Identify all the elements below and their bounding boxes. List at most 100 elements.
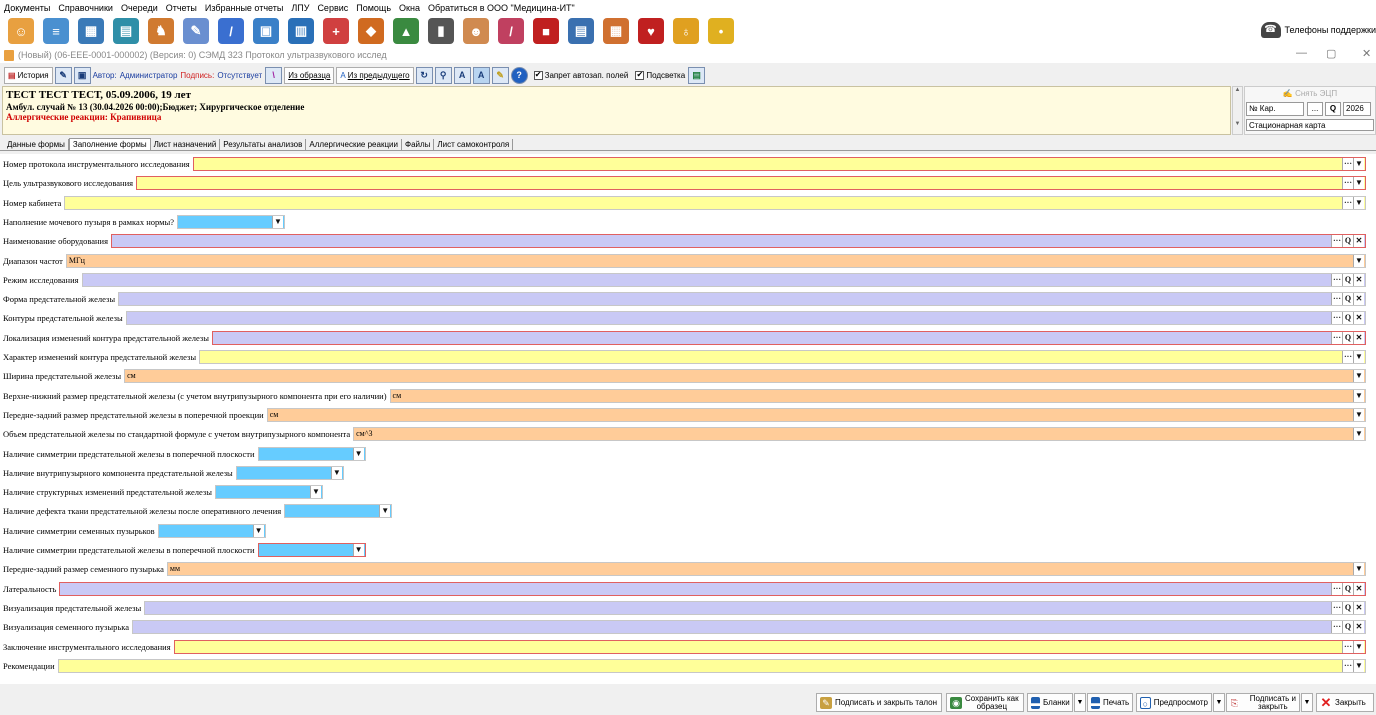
- chevron-down-icon[interactable]: ▼: [1353, 177, 1364, 190]
- chevron-down-icon[interactable]: ▼: [1353, 370, 1364, 383]
- field-input[interactable]: ···▼: [57, 658, 1366, 673]
- field-input[interactable]: ▼: [257, 446, 366, 461]
- clear-icon[interactable]: ✕: [1353, 331, 1364, 344]
- search-icon[interactable]: Q: [1342, 601, 1353, 614]
- book-icon[interactable]: ■: [533, 18, 559, 44]
- tab-3[interactable]: Результаты анализов: [220, 139, 307, 150]
- chevron-down-icon[interactable]: ▼: [1353, 158, 1364, 170]
- field-input[interactable]: ···Q✕: [132, 620, 1366, 635]
- person-icon[interactable]: ☺: [8, 18, 34, 44]
- ellipsis-icon[interactable]: ···: [1331, 273, 1342, 286]
- cart-icon[interactable]: ♥: [638, 18, 664, 44]
- refresh-icon[interactable]: ↻: [415, 66, 433, 84]
- chevron-down-icon[interactable]: ▼: [352, 447, 364, 460]
- restore-button[interactable]: ▢: [1326, 48, 1337, 60]
- chevron-down-icon[interactable]: ▼: [1353, 408, 1364, 421]
- tab-6[interactable]: Лист самоконтроля: [434, 139, 514, 150]
- chevron-down-icon[interactable]: ▼: [1353, 389, 1364, 402]
- ellipsis-icon[interactable]: ···: [1342, 177, 1353, 190]
- ellipsis-icon[interactable]: ···: [1331, 582, 1342, 595]
- doctor-icon[interactable]: ☻: [463, 18, 489, 44]
- tab-2[interactable]: Лист назначений: [151, 139, 221, 150]
- sign-close-ticket-button[interactable]: ✎ Подписать и закрыть талон: [816, 693, 942, 712]
- field-input[interactable]: см^3▼: [353, 427, 1366, 442]
- field-input[interactable]: ▼: [215, 485, 323, 500]
- menu-item-8[interactable]: Окна: [399, 2, 420, 13]
- chevron-down-icon[interactable]: ▼: [1353, 351, 1364, 363]
- ledger-icon[interactable]: ▦: [78, 18, 104, 44]
- search-icon[interactable]: Q: [1342, 331, 1353, 344]
- chevron-down-icon[interactable]: ▼: [271, 215, 283, 228]
- chevron-down-icon[interactable]: ▼: [352, 544, 364, 556]
- chevron-down-icon[interactable]: ▼: [252, 524, 264, 537]
- sign-close-dropdown-icon[interactable]: ▼: [1301, 693, 1313, 712]
- field-input[interactable]: ···Q✕: [125, 311, 1366, 326]
- close-window-button[interactable]: ✕: [1362, 48, 1372, 60]
- chemistry-icon[interactable]: ◆: [358, 18, 384, 44]
- field-input[interactable]: ▼: [257, 543, 366, 557]
- help-icon[interactable]: ?: [510, 66, 528, 84]
- menu-item-7[interactable]: Помощь: [356, 2, 392, 13]
- menu-item-4[interactable]: Избранные отчеты: [204, 2, 284, 13]
- chevron-down-icon[interactable]: ▼: [1353, 428, 1364, 441]
- close-button[interactable]: ✕ Закрыть: [1316, 693, 1374, 712]
- chevron-down-icon[interactable]: ▼: [1353, 254, 1364, 267]
- tab-4[interactable]: Аллергические реакции: [306, 139, 402, 150]
- from-template-button[interactable]: Из образца: [284, 66, 335, 84]
- clear-icon[interactable]: ✕: [1353, 582, 1364, 595]
- tab-1[interactable]: Заполнение формы: [68, 138, 151, 150]
- clear-icon[interactable]: ✕: [1353, 601, 1364, 614]
- ellipsis-icon[interactable]: ···: [1342, 196, 1353, 209]
- history-button[interactable]: ▤История: [4, 66, 53, 84]
- search-icon[interactable]: Q: [1342, 312, 1353, 325]
- field-input[interactable]: ···Q✕: [81, 272, 1366, 287]
- field-input[interactable]: ▼: [176, 214, 285, 229]
- menu-item-6[interactable]: Сервис: [317, 2, 349, 13]
- ellipsis-icon[interactable]: ···: [1342, 158, 1353, 170]
- chart-report-icon[interactable]: ▦: [603, 18, 629, 44]
- field-input[interactable]: ···▼: [173, 639, 1366, 654]
- field-input[interactable]: ···Q✕: [211, 330, 1366, 345]
- card-type-select[interactable]: Стационарная карта: [1246, 119, 1374, 131]
- chevron-down-icon[interactable]: ▼: [1353, 640, 1364, 653]
- field-input[interactable]: см▼: [124, 369, 1366, 384]
- id-card-icon[interactable]: ▤: [113, 18, 139, 44]
- ellipsis-icon[interactable]: ···: [1331, 601, 1342, 614]
- calendar-icon[interactable]: ▣: [253, 18, 279, 44]
- autofill-ban-checkbox[interactable]: ✔: [533, 70, 543, 80]
- search-icon[interactable]: Q: [1342, 293, 1353, 306]
- field-input[interactable]: мм▼: [166, 562, 1366, 577]
- patients-group-icon[interactable]: ▲: [393, 18, 419, 44]
- ellipsis-icon[interactable]: ···: [1342, 659, 1353, 672]
- patient-panel-scrollbar[interactable]: ▲ ▼: [1232, 86, 1243, 135]
- ellipsis-icon[interactable]: ···: [1331, 621, 1342, 634]
- field-input[interactable]: ···Q✕: [118, 292, 1366, 307]
- minimize-button[interactable]: —: [1296, 47, 1307, 59]
- clear-icon[interactable]: ✕: [1353, 621, 1364, 634]
- field-input[interactable]: ···▼: [136, 176, 1366, 191]
- chevron-down-icon[interactable]: ▼: [379, 505, 391, 518]
- menu-item-3[interactable]: Отчеты: [165, 2, 197, 13]
- card-year-input[interactable]: 2026: [1343, 102, 1371, 116]
- clear-icon[interactable]: \: [265, 66, 283, 84]
- chevron-up-icon[interactable]: ▲: [1234, 87, 1241, 93]
- pencil-icon[interactable]: /: [218, 18, 244, 44]
- form-icon[interactable]: ▤: [688, 66, 706, 84]
- field-input[interactable]: см▼: [389, 388, 1366, 403]
- chevron-down-icon[interactable]: ▼: [1353, 196, 1364, 209]
- ellipsis-icon[interactable]: ···: [1331, 293, 1342, 306]
- font-increase-icon[interactable]: A: [453, 66, 471, 84]
- barcode-icon[interactable]: ▮: [428, 18, 454, 44]
- support-phones[interactable]: ☎ Телефоны поддержки: [1260, 22, 1376, 38]
- font-decrease-icon[interactable]: A: [472, 66, 490, 84]
- menu-item-1[interactable]: Справочники: [58, 2, 113, 13]
- preview-button[interactable]: ○ Предпросмотр: [1136, 693, 1212, 712]
- card-search-icon[interactable]: Q: [1325, 102, 1341, 116]
- clear-icon[interactable]: ✕: [1353, 293, 1364, 306]
- chat-icon[interactable]: •: [708, 18, 734, 44]
- field-input[interactable]: ···▼: [192, 157, 1366, 171]
- tab-5[interactable]: Файлы: [402, 139, 435, 150]
- card-ellipsis-button[interactable]: ...: [1307, 102, 1323, 116]
- highlight-checkbox[interactable]: ✔: [635, 70, 645, 80]
- menu-item-5[interactable]: ЛПУ: [291, 2, 310, 13]
